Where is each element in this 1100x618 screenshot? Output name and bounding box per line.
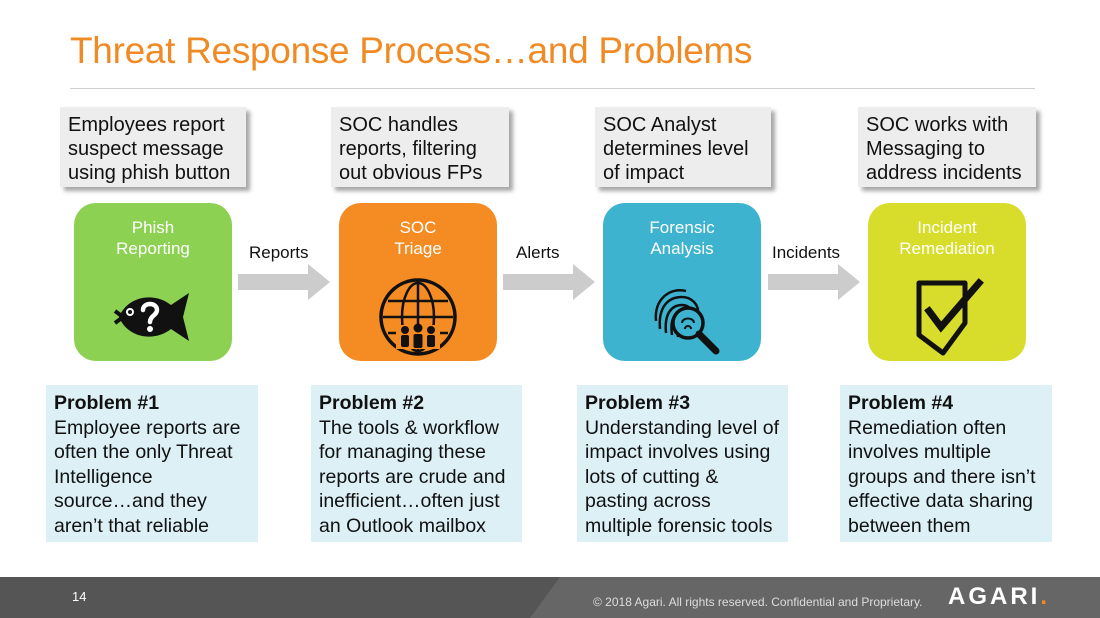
fingerprint-magnifier-icon <box>654 288 720 355</box>
globe-team-icon <box>379 278 457 356</box>
problem-box-3: Problem #3 Understanding level of impact… <box>577 385 788 542</box>
problem-title: Problem #1 <box>54 392 160 414</box>
arrow-right-icon <box>503 264 595 300</box>
description-box-3: SOC Analyst determines level of impact <box>595 107 771 187</box>
step-label: Phish Reporting <box>116 218 190 258</box>
problem-text: Employee reports are often the only Thre… <box>54 416 241 537</box>
problem-title: Problem #4 <box>848 392 954 414</box>
step-forensic-analysis: Forensic Analysis <box>603 203 761 361</box>
step-label: Incident Remediation <box>899 218 995 258</box>
description-box-4: SOC works with Messaging to address inci… <box>858 107 1036 187</box>
step-label: Forensic Analysis <box>649 218 715 258</box>
shield-check-icon <box>916 278 984 356</box>
copyright-text: © 2018 Agari. All rights reserved. Confi… <box>593 595 923 609</box>
page-number: 14 <box>72 589 87 604</box>
description-box-2: SOC handles reports, filtering out obvio… <box>331 107 509 187</box>
logo-dot: . <box>1040 583 1051 610</box>
connector-label-alerts: Alerts <box>516 243 560 262</box>
footer-bar: 14 © 2018 Agari. All rights reserved. Co… <box>0 577 1100 618</box>
problem-title: Problem #2 <box>319 392 425 414</box>
problem-text: Understanding level of impact involves u… <box>585 416 780 537</box>
arrow-right-icon <box>768 264 860 300</box>
problem-title: Problem #3 <box>585 392 691 414</box>
step-soc-triage: SOC Triage <box>339 203 497 361</box>
problem-text: The tools & workflow for managing these … <box>319 416 506 537</box>
problem-box-2: Problem #2 The tools & workflow for mana… <box>311 385 522 542</box>
footer-dark-panel <box>0 577 560 618</box>
step-phish-reporting: Phish Reporting <box>74 203 232 361</box>
logo-text-end: I <box>1030 583 1041 610</box>
fish-question-icon <box>113 293 189 341</box>
step-label: SOC Triage <box>394 218 442 258</box>
problem-box-4: Problem #4 Remediation often involves mu… <box>840 385 1052 542</box>
slide-title: Threat Response Process…and Problems <box>70 30 753 71</box>
problem-box-1: Problem #1 Employee reports are often th… <box>46 385 258 542</box>
connector-label-incidents: Incidents <box>772 243 841 262</box>
connector-label-reports: Reports <box>249 243 309 262</box>
step-incident-remediation: Incident Remediation <box>868 203 1026 361</box>
description-box-1: Employees report suspect message using p… <box>60 107 246 187</box>
title-divider <box>70 88 1035 89</box>
agari-logo: AGARI. <box>948 583 1050 611</box>
logo-text: AGAR <box>948 583 1031 610</box>
problem-text: Remediation often involves multiple grou… <box>848 416 1036 537</box>
arrow-right-icon <box>238 264 330 300</box>
